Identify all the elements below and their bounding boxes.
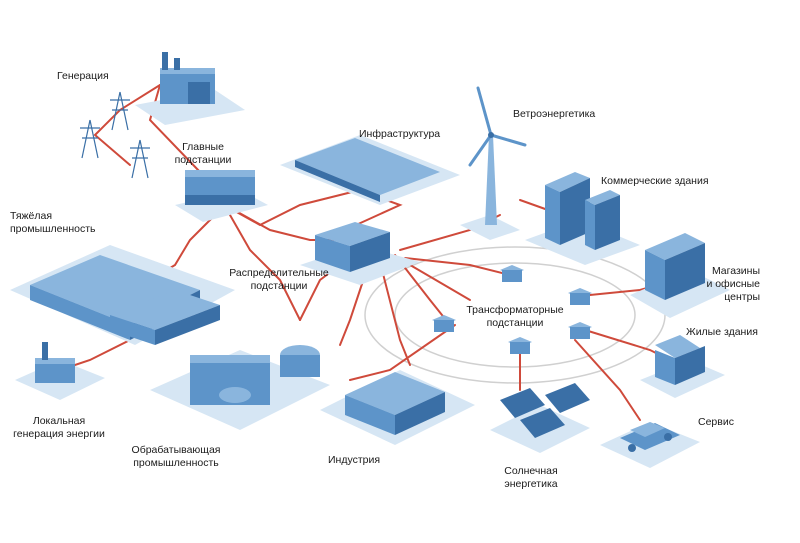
wind-turbine xyxy=(460,86,527,240)
label-manufacturing: Обрабатывающая промышленность xyxy=(131,444,221,469)
industry xyxy=(320,370,475,445)
service-car xyxy=(600,422,700,468)
shops-offices xyxy=(630,233,730,318)
label-heavy-industry: Тяжёлая промышленность xyxy=(10,210,96,235)
local-generation xyxy=(15,342,105,400)
label-commercial: Коммерческие здания xyxy=(601,175,709,187)
label-main-substations: Главные подстанции xyxy=(174,141,232,166)
pylons xyxy=(80,91,150,179)
label-residential: Жилые здания xyxy=(686,326,758,338)
infrastructure xyxy=(280,135,460,205)
label-industry: Индустрия xyxy=(328,454,381,466)
label-wind: Ветроэнергетика xyxy=(513,108,596,120)
generation-plant xyxy=(135,52,245,125)
commercial-buildings xyxy=(525,172,640,265)
label-shops: Магазины и офисные центры xyxy=(706,265,760,303)
label-local-generation: Локальная генерация энергии xyxy=(13,415,105,440)
distribution-substations xyxy=(300,222,420,285)
main-substations xyxy=(175,170,268,222)
heavy-industry xyxy=(10,245,235,345)
label-solar: Солнечная энергетика xyxy=(504,465,558,490)
manufacturing xyxy=(150,345,330,430)
label-infrastructure: Инфраструктура xyxy=(359,128,441,140)
label-transformer: Трансформаторные подстанции xyxy=(466,304,564,329)
label-generation: Генерация xyxy=(57,70,109,82)
residential-house xyxy=(640,335,725,398)
solar-panels xyxy=(490,383,590,453)
label-distribution: Распределительные подстанции xyxy=(229,267,329,292)
label-service: Сервис xyxy=(698,416,734,428)
transformer-nodes xyxy=(432,265,592,354)
